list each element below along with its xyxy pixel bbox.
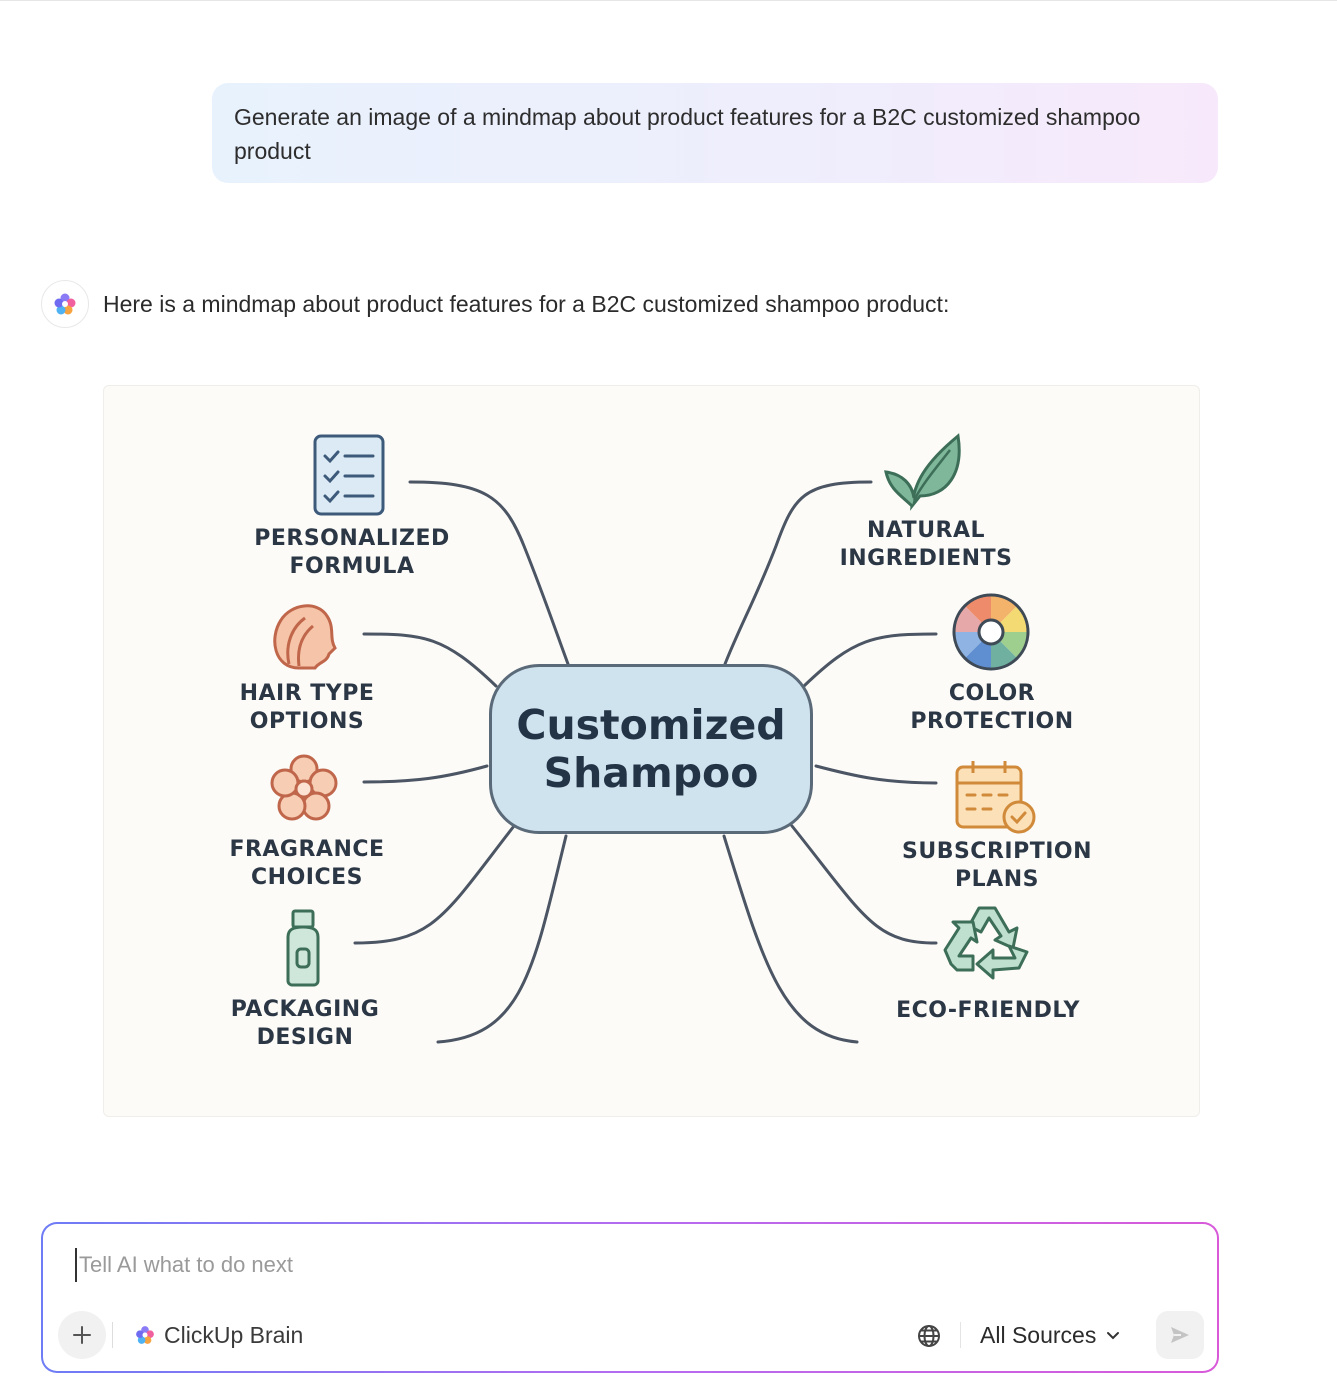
- composer: ClickUp Brain All Sources: [41, 1222, 1219, 1373]
- connector-natural-ingredients: [723, 480, 873, 666]
- checklist-icon: [313, 434, 385, 516]
- center-node: Customized Shampoo: [489, 664, 813, 834]
- web-search-button[interactable]: [913, 1320, 945, 1352]
- send-icon: [1171, 1327, 1189, 1343]
- toolbar-divider-2: [960, 1322, 961, 1348]
- send-button[interactable]: [1156, 1311, 1204, 1359]
- leaf-icon: [884, 433, 961, 511]
- label-subscription-plans: SUBSCRIPTION PLANS: [901, 839, 1093, 892]
- all-sources-label: All Sources: [980, 1321, 1097, 1348]
- label-personalized-formula: PERSONALIZED FORMULA: [254, 526, 450, 579]
- mindmap-connectors: [270, 433, 1036, 1044]
- connector-fragrance: [362, 764, 489, 784]
- color-wheel-icon: [952, 593, 1030, 671]
- label-packaging-design: PACKAGING DESIGN: [230, 997, 380, 1050]
- connector-packaging: [353, 824, 516, 945]
- mindmap-image: PERSONALIZED FORMULA HAIR TYPE OPTIONS F…: [103, 385, 1200, 1117]
- bottle-icon: [286, 909, 320, 987]
- connector-subscription: [814, 764, 938, 785]
- connector-personalized-formula: [408, 480, 570, 666]
- hair-profile-icon: [273, 604, 337, 670]
- clickup-brain-button[interactable]: ClickUp Brain: [134, 1316, 303, 1354]
- label-fragrance-choices: FRAGRANCE CHOICES: [229, 837, 385, 890]
- toolbar-divider: [112, 1322, 113, 1348]
- user-message-text: Generate an image of a mindmap about pro…: [234, 104, 1141, 164]
- user-message: Generate an image of a mindmap about pro…: [212, 83, 1218, 183]
- connector-extra-right: [722, 834, 859, 1044]
- connector-color-protection: [802, 632, 938, 688]
- flower-icon: [270, 754, 338, 821]
- label-natural-ingredients: NATURAL INGREDIENTS: [839, 518, 1013, 571]
- add-button[interactable]: [58, 1311, 106, 1359]
- chevron-down-icon: [1107, 1332, 1120, 1340]
- recycle-icon: [943, 906, 1029, 980]
- ai-message-text: Here is a mindmap about product features…: [103, 291, 950, 317]
- label-eco-friendly: ECO-FRIENDLY: [896, 998, 1080, 1023]
- plus-icon: [73, 1326, 91, 1344]
- connector-extra-left: [436, 834, 568, 1044]
- connector-eco-friendly: [790, 824, 938, 945]
- connector-hair-type: [362, 632, 498, 688]
- clickup-brain-logo-icon: [54, 293, 76, 315]
- label-color-protection: COLOR PROTECTION: [910, 681, 1074, 734]
- prompt-input[interactable]: [75, 1248, 1155, 1282]
- globe-icon: [918, 1325, 940, 1347]
- label-hair-type-options: HAIR TYPE OPTIONS: [239, 681, 375, 734]
- ai-avatar: [41, 280, 89, 328]
- clickup-brain-icon: [136, 1326, 154, 1344]
- clickup-brain-label: ClickUp Brain: [164, 1321, 304, 1348]
- top-divider: [0, 0, 1337, 1]
- calendar-check-icon: [955, 761, 1036, 834]
- all-sources-dropdown[interactable]: All Sources: [980, 1316, 1122, 1354]
